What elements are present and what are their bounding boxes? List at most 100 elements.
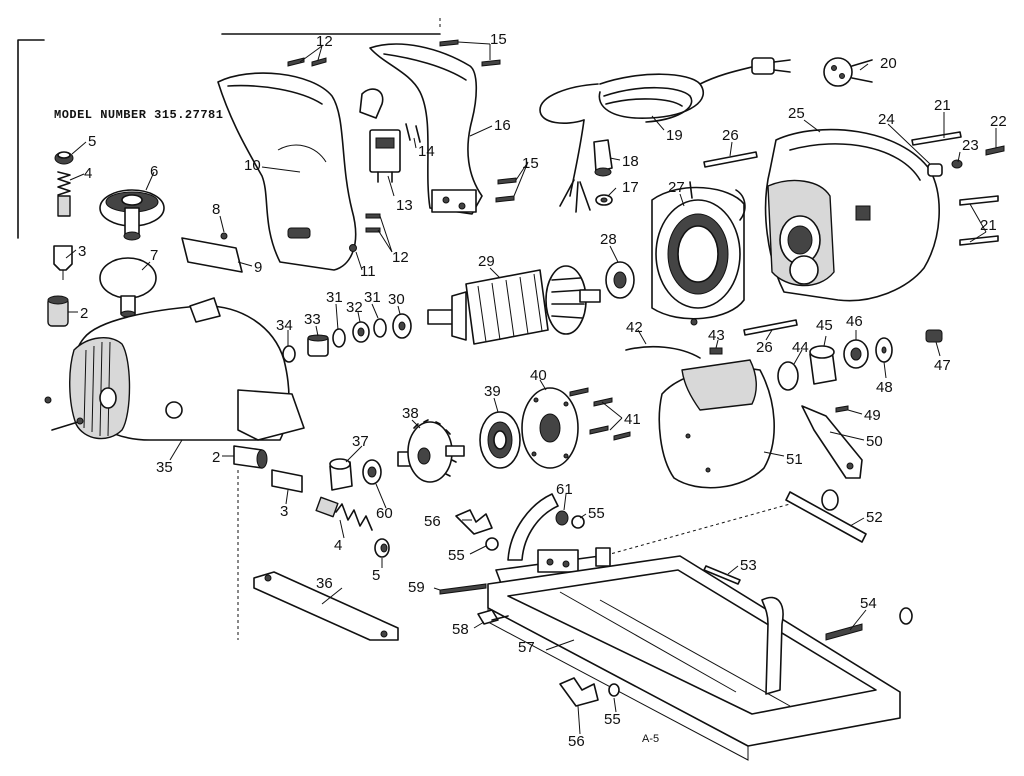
screw-49 <box>835 405 849 413</box>
part-label-4: 4 <box>84 165 92 182</box>
part-label-56b: 56 <box>568 733 585 750</box>
power-cord <box>539 57 791 213</box>
screw-47 <box>925 329 943 343</box>
bushing-24 <box>927 163 943 177</box>
screw-11 <box>349 244 357 252</box>
part-label-9: 9 <box>254 259 262 276</box>
screw-22 <box>985 145 1005 156</box>
part-label-8: 8 <box>212 201 220 218</box>
bearing-39 <box>479 411 521 469</box>
rod-52 <box>785 489 867 543</box>
screws-12 <box>287 57 381 233</box>
trigger-switch <box>359 88 401 183</box>
part-label-5: 5 <box>88 133 96 150</box>
part-label-17: 17 <box>622 179 639 196</box>
bearing-60 <box>362 459 382 485</box>
washer-55c <box>608 683 620 697</box>
armature <box>427 265 601 345</box>
washer-34 <box>282 345 296 363</box>
bolts-26 <box>703 151 798 336</box>
wing-nut-bottom <box>559 677 599 707</box>
knob-assembly <box>99 189 165 241</box>
part-label-56: 56 <box>424 513 441 530</box>
screw-43 <box>709 347 723 355</box>
bearing-46 <box>843 339 869 369</box>
plug-connector <box>823 57 873 87</box>
screw-58 <box>477 609 509 625</box>
part-label-2: 2 <box>80 305 88 322</box>
part-label-3: 3 <box>78 243 86 260</box>
part-label-26b: 26 <box>756 339 773 356</box>
wrench-key <box>99 257 157 318</box>
part-label-61: 61 <box>556 481 573 498</box>
brush-spring-top <box>57 171 71 217</box>
part-label-11: 11 <box>360 263 376 280</box>
bevel-arc <box>761 596 784 695</box>
part-label-6: 6 <box>150 163 158 180</box>
part-label-52: 52 <box>866 509 883 526</box>
part-label-49: 49 <box>864 407 881 424</box>
lever-50 <box>801 405 863 479</box>
part-label-58: 58 <box>452 621 469 638</box>
part-label-13: 13 <box>396 197 413 214</box>
part-label-39: 39 <box>484 383 501 400</box>
part-label-22: 22 <box>990 113 1007 130</box>
part-label-41: 41 <box>624 411 641 428</box>
washer-31b <box>373 318 387 338</box>
screw-61 <box>555 510 569 526</box>
part-label-34: 34 <box>276 317 293 334</box>
part-label-7: 7 <box>150 247 158 264</box>
brush-holder-bottom <box>271 469 303 493</box>
gear-case-screws <box>44 396 84 431</box>
part-label-31b: 31 <box>364 289 381 306</box>
part-label-25: 25 <box>788 105 805 122</box>
part-label-31: 31 <box>326 289 343 306</box>
part-label-33: 33 <box>304 311 321 328</box>
part-label-29: 29 <box>478 253 495 270</box>
bolt-59 <box>439 583 487 595</box>
brush-spring-bottom <box>315 496 373 531</box>
handle-left-half <box>217 72 357 271</box>
bushing-top <box>47 295 69 327</box>
bracket-36 <box>253 571 399 641</box>
part-label-55b: 55 <box>448 547 465 564</box>
part-label-48: 48 <box>876 379 893 396</box>
part-label-35: 35 <box>156 459 173 476</box>
cord-clamp <box>595 194 613 206</box>
part-label-28: 28 <box>600 231 617 248</box>
part-label-15b: 15 <box>522 155 539 172</box>
screws-41 <box>569 387 631 441</box>
part-label-32: 32 <box>346 299 363 316</box>
part-label-42: 42 <box>626 319 643 336</box>
ring-44 <box>777 361 799 391</box>
handle-right-half <box>369 43 483 215</box>
part-label-57: 57 <box>518 639 535 656</box>
gear-38 <box>397 419 465 483</box>
part-label-55c: 55 <box>604 711 621 728</box>
brush-cap-top <box>54 151 74 165</box>
model-number-label: MODEL NUMBER 315.27781 <box>54 108 223 122</box>
part-label-38: 38 <box>402 405 419 422</box>
part-label-3b: 3 <box>280 503 288 520</box>
part-label-26: 26 <box>722 127 739 144</box>
bearing-32 <box>352 321 370 343</box>
strain-relief <box>593 139 613 177</box>
part-label-45: 45 <box>816 317 833 334</box>
bushing-33 <box>307 334 329 357</box>
part-label-20: 20 <box>880 55 897 72</box>
label-plate <box>181 232 243 273</box>
washer-30 <box>392 313 412 339</box>
part-label-21: 21 <box>934 97 951 114</box>
bushing-bottom <box>233 445 268 469</box>
sheet-number: A-5 <box>642 733 659 745</box>
blade-guard <box>658 359 775 489</box>
part-labels: 12 15 20 5 4 6 10 14 16 19 21 22 24 23 2… <box>78 31 1007 750</box>
part-label-44: 44 <box>792 339 809 356</box>
cable-42 <box>625 345 701 359</box>
part-label-60: 60 <box>376 505 393 522</box>
bearing-plate-40 <box>521 387 579 469</box>
nut-23 <box>951 159 963 169</box>
washer-31a <box>332 328 346 348</box>
part-label-2b: 2 <box>212 449 220 466</box>
part-label-18: 18 <box>622 153 639 170</box>
